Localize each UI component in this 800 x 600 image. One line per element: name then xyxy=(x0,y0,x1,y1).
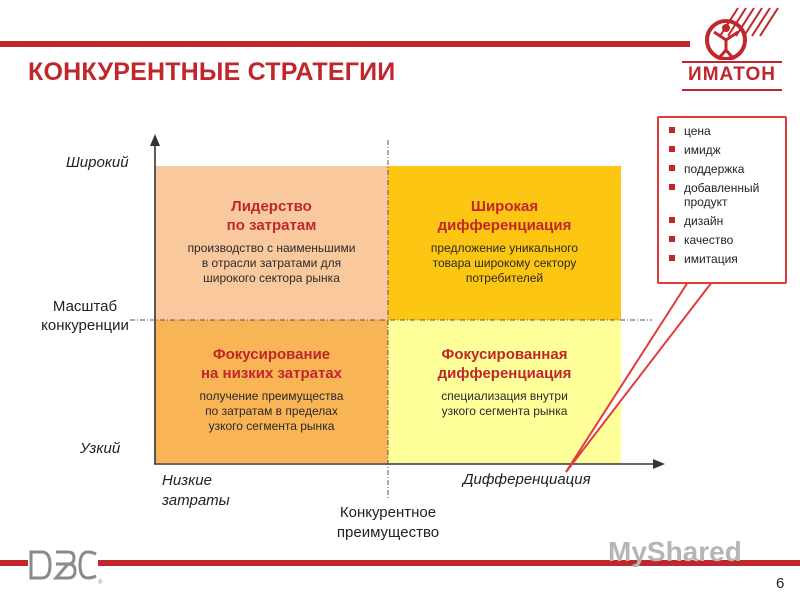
callout-item: имитация xyxy=(669,252,781,266)
svg-text:®: ® xyxy=(98,579,103,586)
bullet-square-icon xyxy=(669,146,675,152)
callout-item: поддержка xyxy=(669,162,781,176)
quadrant-title: дифференциация xyxy=(437,365,572,382)
watermark-text: MyShared xyxy=(608,536,742,567)
bullet-square-icon xyxy=(669,255,675,261)
quadrant-broad-differentiation: Широкая дифференциация предложение уникал… xyxy=(388,166,621,320)
quadrant-desc: потребителей xyxy=(465,271,544,285)
differentiation-factors-callout: цена имидж поддержка добавленный продукт… xyxy=(657,116,787,284)
quadrant-focused-differentiation: Фокусированная дифференциация специализац… xyxy=(388,320,621,463)
quadrant-desc: широкого сектора рынка xyxy=(203,271,340,285)
x-axis-left-label: Низкие xyxy=(162,472,212,489)
x-axis-right-label: Дифференциация xyxy=(463,471,591,488)
quadrant-cost-focus: Фокусирование на низких затратах получени… xyxy=(155,320,388,463)
y-axis-title: Масштаб xyxy=(52,298,118,315)
x-axis-left-label: затраты xyxy=(162,492,230,509)
quadrant-desc: товара широкому сектору xyxy=(432,256,577,270)
quadrant-desc: узкого сегмента рынка xyxy=(441,404,568,418)
quadrant-title: по затратам xyxy=(226,217,317,234)
y-axis-title: конкуренции xyxy=(41,317,129,334)
dbc-logo-icon: ® xyxy=(28,548,103,586)
header-rule xyxy=(0,41,690,47)
quadrant-desc: получение преимущества xyxy=(199,389,344,403)
quadrant-title: на низких затратах xyxy=(200,365,343,382)
bullet-square-icon xyxy=(669,217,675,223)
page-number: 6 xyxy=(776,575,785,592)
quadrant-desc: по затратам в пределах xyxy=(205,404,338,418)
bullet-square-icon xyxy=(669,236,675,242)
x-axis-title: Конкурентное xyxy=(339,504,437,521)
quadrant-title: дифференциация xyxy=(437,217,572,234)
quadrant-desc: в отрасли затратами для xyxy=(201,256,342,270)
quadrant-title: Широкая xyxy=(470,198,539,215)
quadrant-desc: специализация внутри xyxy=(441,389,568,403)
callout-item: добавленный продукт xyxy=(669,181,781,209)
callout-item: дизайн xyxy=(669,214,781,228)
quadrant-desc: предложение уникального xyxy=(430,241,579,255)
quadrant-title: Лидерство xyxy=(231,198,312,215)
callout-item: цена xyxy=(669,124,781,138)
imaton-logo-icon xyxy=(682,7,782,91)
page-title: КОНКУРЕНТНЫЕ СТРАТЕГИИ xyxy=(28,58,396,86)
footer-rule xyxy=(0,560,800,566)
bullet-square-icon xyxy=(669,165,675,171)
bullet-square-icon xyxy=(669,127,675,133)
y-axis-top-label: Широкий xyxy=(66,154,129,171)
quadrant-title: Фокусированная xyxy=(441,346,568,363)
x-axis-title: преимущество xyxy=(336,524,440,541)
quadrant-cost-leadership: Лидерство по затратам производство с наим… xyxy=(155,166,388,320)
bullet-square-icon xyxy=(669,184,675,190)
quadrant-desc: узкого сегмента рынка xyxy=(208,419,335,433)
quadrant-desc: производство с наименьшими xyxy=(187,241,356,255)
logo-text: ИМАТОН xyxy=(688,64,776,85)
callout-item: имидж xyxy=(669,143,781,157)
callout-item: качество xyxy=(669,233,781,247)
quadrant-title: Фокусирование xyxy=(212,346,331,363)
y-axis-bottom-label: Узкий xyxy=(80,440,121,457)
